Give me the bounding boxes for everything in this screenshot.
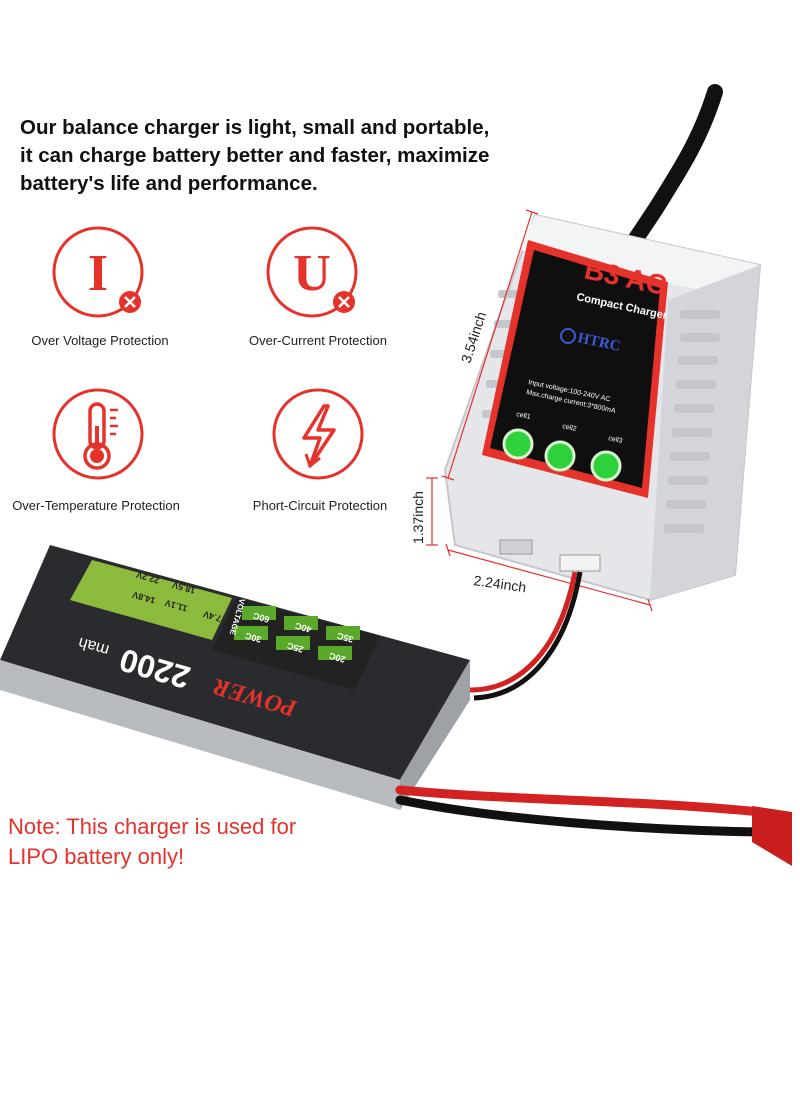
dim-width: 2.24inch [473,572,528,595]
led-cell1 [502,428,534,460]
battery-pack: 60C 40C 35C 30C 25C 20C VOLTAGE 7.4V 11.… [0,545,470,810]
voltage-I-icon: I [50,224,150,329]
lipo-note: Note: This charger is used for LIPO batt… [8,812,296,872]
dimension-lines [426,209,653,612]
c-rating-1: 60C [251,610,270,624]
led-cell2 [544,440,576,472]
power-cable [627,84,723,248]
c-rating-3: 35C [335,630,354,644]
feature-label-current: Over-Current Protection [249,333,387,348]
svg-text:I: I [88,245,108,302]
svg-text:U: U [293,245,331,302]
c-rating-5: 25C [285,640,304,654]
headline-line-3: battery's life and performance. [20,172,318,195]
thermometer-icon [50,386,150,491]
feature-label-short-circuit: Phort-Circuit Protection [252,498,388,513]
cell-label-2: cell2 [562,423,578,433]
cell-label-3: cell3 [608,435,624,445]
c-rating-4: 30C [243,630,262,644]
note-line-2: LIPO battery only! [8,844,185,869]
feature-label-voltage: Over Voltage Protection [31,333,169,348]
c-rating-2: 40C [293,620,312,634]
note-line-1: Note: This charger is used for [8,814,297,839]
deans-connector [752,806,792,866]
cell-label-1: cell1 [516,411,532,421]
feature-label-temperature: Over-Temperature Protection [12,498,180,513]
charger: B3 AC Compact Charger HTRC Input voltage… [443,213,762,602]
lightning-bolt-icon [270,386,370,491]
dim-depth: 1.37inch [410,491,426,544]
led-cell3 [590,450,622,482]
c-rating-6: 20C [327,650,346,664]
headline-line-2: it can charge battery better and faster,… [20,144,490,167]
headline: Our balance charger is light, small and … [20,114,540,198]
headline-line-1: Our balance charger is light, small and … [20,116,490,139]
current-U-icon: U [264,224,364,329]
voltage-1: 7.4V [202,609,223,624]
